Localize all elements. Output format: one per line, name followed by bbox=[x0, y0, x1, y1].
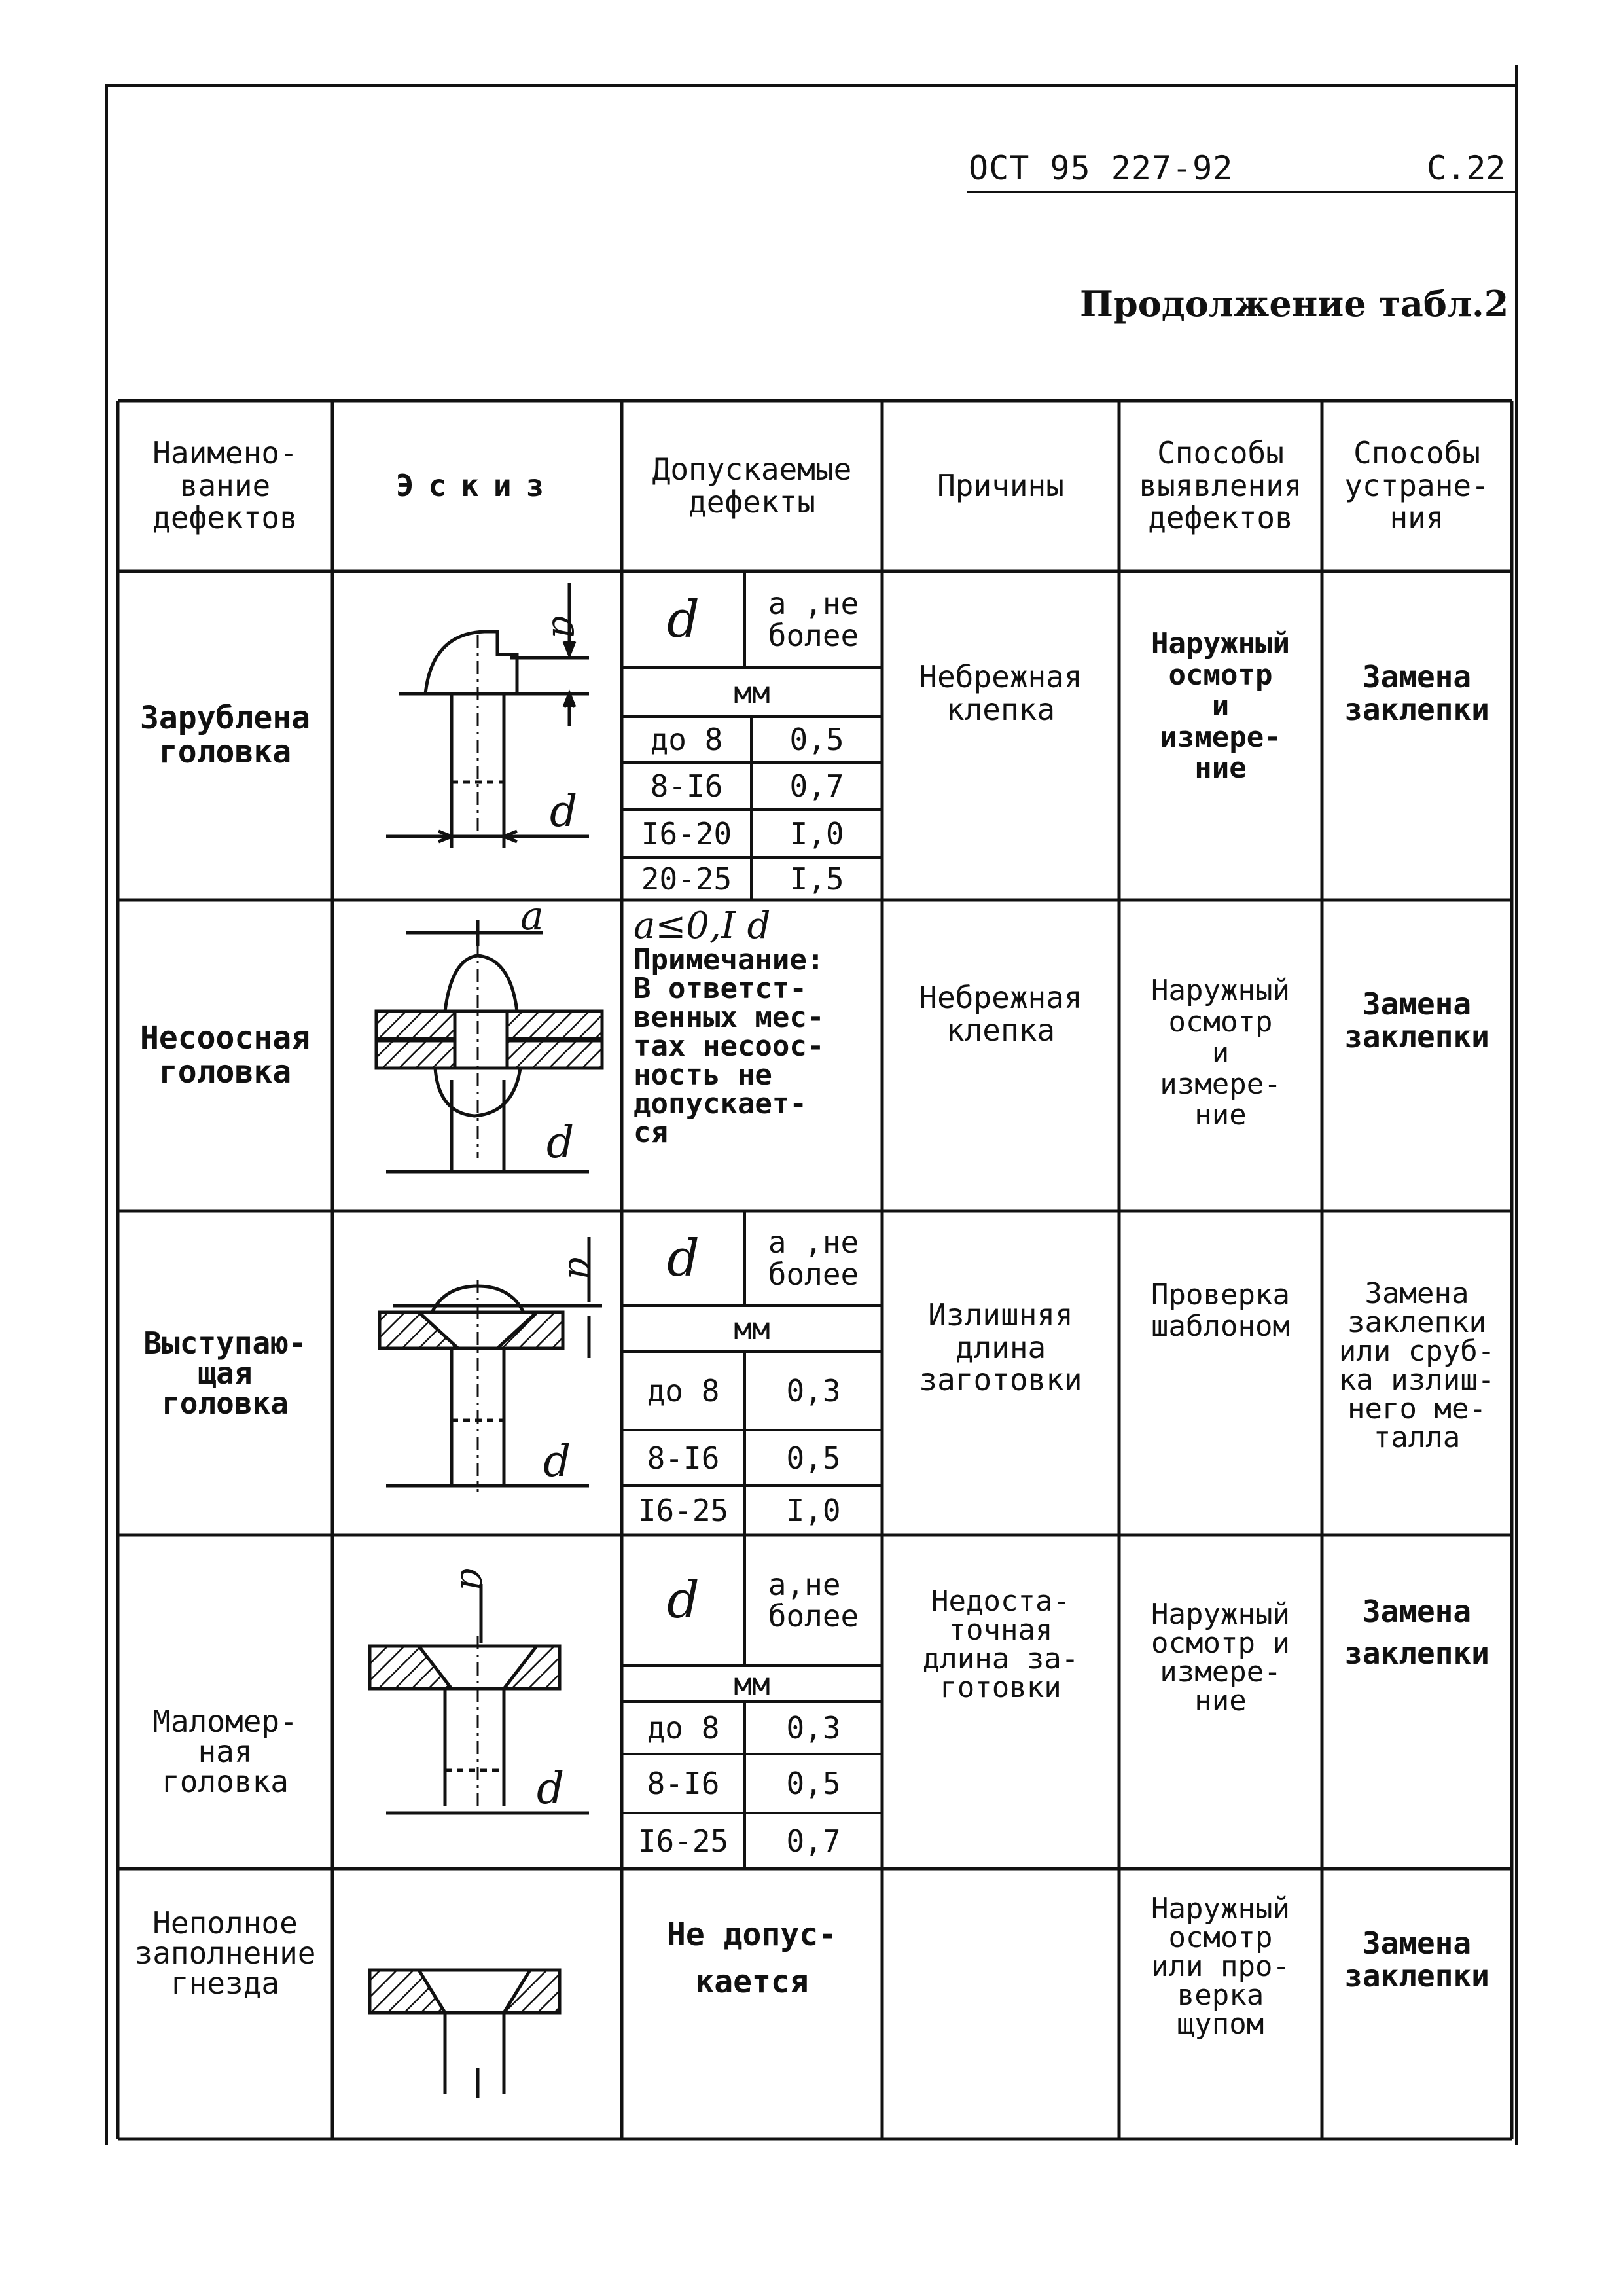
row2-note: Примечание: В ответст- венных мес- тах н… bbox=[633, 943, 825, 1150]
frame-right-border bbox=[1515, 65, 1518, 2145]
sketch3-a-label: a bbox=[560, 1257, 605, 1280]
sketch1-d-label: d bbox=[550, 786, 577, 836]
row3-a-value-2: 0,5 bbox=[786, 1440, 841, 1476]
frame-left-border bbox=[105, 84, 108, 2145]
row1-d-range-4: 20-25 bbox=[641, 861, 732, 897]
row1-fix: Замена заклепки bbox=[1344, 659, 1489, 727]
row1-a-value-1: 0,5 bbox=[789, 722, 844, 757]
row5-defect-name: Неполное заполнение гнезда bbox=[134, 1905, 316, 2001]
row3-detection: Проверка шаблоном bbox=[1151, 1278, 1290, 1343]
row4-a-value-1: 0,3 bbox=[786, 1710, 841, 1746]
row1-d-range-3: I6-20 bbox=[641, 816, 732, 852]
row1-unit: мм bbox=[734, 674, 770, 710]
sketch2-a-label: a bbox=[520, 893, 544, 939]
row5-allowed: Не допус- кается bbox=[666, 1916, 838, 2000]
row5-fix: Замена заклепки bbox=[1344, 1926, 1489, 1994]
row3-d-label: d bbox=[667, 1229, 700, 1288]
row1-a-label: a ,не более bbox=[768, 586, 859, 653]
row3-defect-name: Выступаю- щая головка bbox=[143, 1325, 307, 1421]
page-number: С.22 bbox=[1427, 149, 1506, 187]
col-header-elimination: Способы устране- ния bbox=[1344, 435, 1489, 536]
row5-detection: Наружный осмотр или про- верка щупом bbox=[1151, 1892, 1290, 2041]
row4-a-label: a,не более bbox=[768, 1566, 859, 1634]
row3-d-range-1: до 8 bbox=[647, 1373, 720, 1408]
sketch-incomplete-fill bbox=[368, 1968, 562, 2098]
row1-d-range-2: 8-I6 bbox=[650, 768, 723, 804]
col-header-causes: Причины bbox=[937, 467, 1064, 503]
row1-a-value-2: 0,7 bbox=[789, 768, 844, 804]
col-header-allowed-defects: Допускаемые дефекты bbox=[652, 451, 852, 520]
row1-detection: Наружный осмотр и измере- ние bbox=[1151, 627, 1290, 785]
row1-defect-name: Зарублена головка bbox=[139, 700, 311, 770]
sketch4-d-label: d bbox=[537, 1763, 564, 1814]
sketch-protruding-head bbox=[378, 1237, 602, 1492]
row4-unit: мм bbox=[734, 1666, 770, 1702]
row4-a-value-3: 0,7 bbox=[786, 1823, 841, 1859]
col-header-detection: Способы выявления дефектов bbox=[1139, 435, 1302, 536]
sketch-misaligned-head bbox=[374, 920, 604, 1174]
header-underline bbox=[967, 191, 1516, 193]
row3-a-value-3: I,0 bbox=[786, 1492, 841, 1528]
row2-allowed-text: a≤0,I d Примечание: В ответст- венных ме… bbox=[622, 906, 882, 1208]
row4-detection: Наружный осмотр и измере- ние bbox=[1151, 1598, 1290, 1717]
col-header-sketch: Эскиз bbox=[395, 467, 559, 503]
sketch-chopped-head bbox=[386, 583, 589, 848]
sketch2-d-label: d bbox=[546, 1117, 574, 1168]
row1-a-value-3: I,0 bbox=[789, 816, 844, 852]
row1-d-label: d bbox=[667, 590, 700, 649]
row4-a-value-2: 0,5 bbox=[786, 1766, 841, 1801]
row4-cause: Недоста- точная длина за- готовки bbox=[922, 1585, 1079, 1704]
row3-d-range-3: I6-25 bbox=[637, 1492, 729, 1528]
col-header-name: Наимено- вание дефектов bbox=[152, 435, 298, 536]
sketch-undersized-head bbox=[368, 1584, 589, 1815]
row4-d-range-2: 8-I6 bbox=[647, 1766, 720, 1801]
row3-unit: мм bbox=[734, 1311, 770, 1346]
row4-defect-name: Маломер- ная головка bbox=[152, 1704, 298, 1799]
frame-top-border bbox=[105, 84, 1518, 87]
row4-d-label: d bbox=[667, 1571, 700, 1630]
row2-detection: Наружный осмотр и измере- ние bbox=[1151, 974, 1290, 1132]
document-number: ОСТ 95 227-92 bbox=[969, 149, 1234, 187]
row1-a-value-4: I,5 bbox=[789, 861, 844, 897]
row3-a-label: a ,не более bbox=[768, 1225, 859, 1292]
row4-d-range-3: I6-25 bbox=[637, 1823, 729, 1859]
sketch4-a-label: a bbox=[452, 1568, 497, 1591]
row2-defect-name: Несоосная головка bbox=[139, 1019, 311, 1090]
row1-cause: Небрежная клепка bbox=[919, 659, 1082, 727]
sketch3-d-label: d bbox=[543, 1436, 571, 1486]
row1-d-range-1: до 8 bbox=[650, 722, 723, 757]
sketch1-a-label: a bbox=[543, 615, 589, 639]
row2-fix: Замена заклепки bbox=[1344, 986, 1489, 1054]
row2-formula: a≤0,I d bbox=[633, 905, 771, 947]
row3-fix: Замена заклепки или сруб- ка излиш- него… bbox=[1338, 1277, 1495, 1454]
row3-a-value-1: 0,3 bbox=[786, 1373, 841, 1408]
row4-d-range-1: до 8 bbox=[647, 1710, 720, 1746]
row4-fix: Замена заклепки bbox=[1344, 1594, 1489, 1672]
row3-cause: Излишняя длина заготовки bbox=[919, 1297, 1082, 1398]
table-continuation-title: Продолжение табл.2 bbox=[1080, 283, 1509, 325]
row3-d-range-2: 8-I6 bbox=[647, 1440, 720, 1476]
row2-cause: Небрежная клепка bbox=[919, 980, 1082, 1048]
